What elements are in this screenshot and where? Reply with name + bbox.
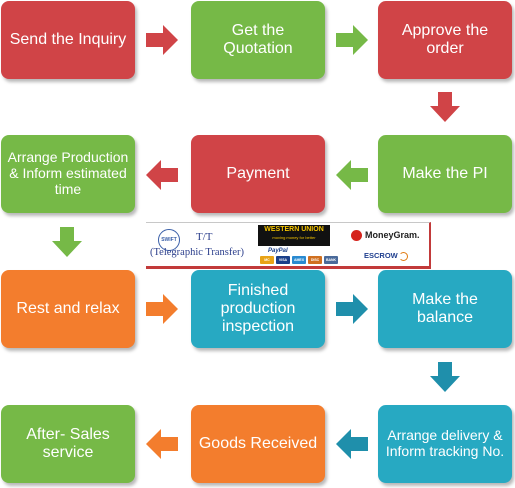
moneygram-icon bbox=[351, 230, 362, 241]
western-union-text: WESTERN UNION bbox=[264, 226, 324, 233]
payment-methods-strip: SWIFT T/T (Telegraphic Transfer) WESTERN… bbox=[146, 222, 431, 269]
step-make-balance: Make the balance bbox=[378, 270, 512, 348]
card-icon: BANK bbox=[324, 256, 338, 264]
card-icon: MC bbox=[260, 256, 274, 264]
tt-full-label: (Telegraphic Transfer) bbox=[150, 247, 245, 258]
escrow-icon bbox=[399, 252, 408, 261]
arrow-down-icon bbox=[430, 92, 460, 122]
step-goods-received: Goods Received bbox=[191, 405, 325, 483]
step-label: Send the Inquiry bbox=[9, 31, 127, 49]
step-arrange-production: Arrange Production & Inform estimated ti… bbox=[1, 135, 135, 213]
escrow-logo: ESCROW bbox=[364, 251, 398, 260]
step-label: Payment bbox=[226, 165, 290, 183]
step-finished-inspection: Finished production inspection bbox=[191, 270, 325, 348]
swift-text: SWIFT bbox=[161, 237, 177, 243]
step-arrange-delivery: Arrange delivery & Inform tracking No. bbox=[378, 405, 512, 483]
step-label: Get the Quotation bbox=[223, 22, 293, 57]
arrow-right-icon bbox=[146, 294, 178, 324]
step-label: Arrange delivery & Inform tracking No. bbox=[385, 427, 505, 459]
step-send-inquiry: Send the Inquiry bbox=[1, 1, 135, 79]
step-label: After- Sales service bbox=[26, 426, 110, 461]
step-label: Approve the order bbox=[401, 22, 489, 57]
step-get-quotation: Get the Quotation bbox=[191, 1, 325, 79]
arrow-left-icon bbox=[146, 429, 178, 459]
paypal-logo: PayPal bbox=[268, 248, 288, 254]
step-approve-order: Approve the order bbox=[378, 1, 512, 79]
card-icon: DISC bbox=[308, 256, 322, 264]
moneygram-logo: MoneyGram. bbox=[365, 230, 420, 240]
arrow-left-icon bbox=[336, 429, 368, 459]
western-union-logo: WESTERN UNION moving money for better bbox=[258, 225, 330, 246]
arrow-down-icon bbox=[52, 227, 82, 257]
step-label: Arrange Production & Inform estimated ti… bbox=[7, 149, 129, 197]
card-icon: VISA bbox=[276, 256, 290, 264]
step-make-pi: Make the PI bbox=[378, 135, 512, 213]
step-payment: Payment bbox=[191, 135, 325, 213]
arrow-left-icon bbox=[336, 160, 368, 190]
step-label: Rest and relax bbox=[16, 300, 120, 318]
step-label: Make the PI bbox=[402, 165, 488, 183]
card-logos: MC VISA AMEX DISC BANK bbox=[260, 256, 338, 264]
step-label: Finished production inspection bbox=[220, 282, 296, 335]
arrow-down-icon bbox=[430, 362, 460, 392]
arrow-right-icon bbox=[336, 25, 368, 55]
step-after-sales: After- Sales service bbox=[1, 405, 135, 483]
western-union-tagline: moving money for better bbox=[272, 235, 316, 240]
arrow-right-icon bbox=[146, 25, 178, 55]
tt-label: T/T bbox=[196, 231, 213, 243]
step-label: Goods Received bbox=[198, 435, 318, 453]
card-icon: AMEX bbox=[292, 256, 306, 264]
step-rest-and-relax: Rest and relax bbox=[1, 270, 135, 348]
step-label: Make the balance bbox=[412, 291, 478, 326]
arrow-left-icon bbox=[146, 160, 178, 190]
arrow-right-icon bbox=[336, 294, 368, 324]
swift-logo: SWIFT bbox=[158, 229, 180, 251]
